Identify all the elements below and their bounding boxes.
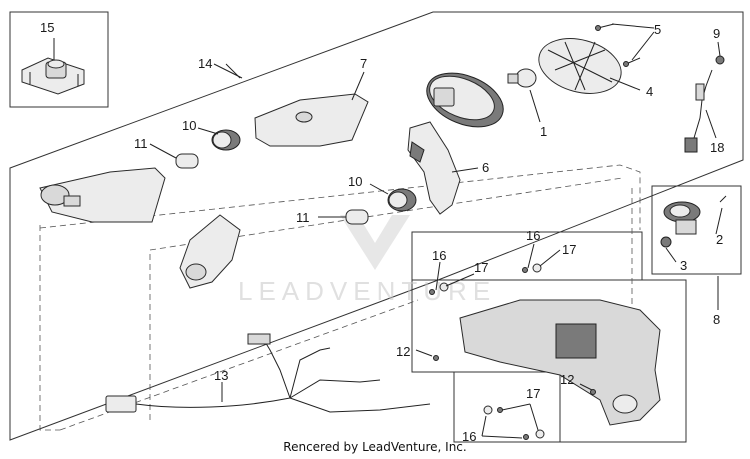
watermark-logo-shape (340, 215, 410, 270)
callout-17-upper-right: 17 (562, 242, 576, 257)
leader-lines (53, 23, 723, 439)
callout-10-lower: 10 (348, 174, 362, 189)
callout-15: 15 (40, 20, 54, 35)
watermark: LEADVENTURE (238, 215, 496, 306)
callout-3: 3 (680, 258, 687, 273)
callout-8: 8 (713, 312, 720, 327)
frame-part-15-box (9, 11, 109, 108)
credit-line: Rencered by LeadVenture, Inc. (283, 440, 467, 454)
turn-signal-bracket-lower (179, 214, 241, 289)
callout-4: 4 (646, 84, 653, 99)
part-8-license-lamp (660, 195, 727, 248)
frame-main-assembly-14 (9, 11, 744, 441)
part-13-wiring-harness (105, 333, 431, 413)
turn-signal-housing-upper (39, 167, 166, 223)
part-11-bulb-lower (345, 209, 369, 225)
part-6-reflector (407, 121, 461, 215)
part-10-socket-upper (211, 129, 241, 151)
part-15-clip-nut (21, 57, 85, 95)
dashed-guide-inner (39, 164, 641, 230)
callouts: 15 14 7 10 11 1 4 5 9 18 6 10 11 2 3 8 1… (40, 20, 724, 444)
callout-7: 7 (360, 56, 367, 71)
part-1-rear-lamp-body (426, 72, 504, 128)
hardware-bits (429, 263, 596, 440)
part-7-side-cover (254, 93, 369, 147)
part-11-bulb-upper (175, 153, 199, 169)
callout-12-right: 12 (560, 372, 574, 387)
callout-14: 14 (198, 56, 212, 71)
callout-11-upper: 11 (134, 136, 148, 151)
callout-17-upper-left: 17 (474, 260, 488, 275)
frame-part-8-box (651, 185, 742, 275)
callout-17-lower: 17 (526, 386, 540, 401)
dashed-guide-mid (149, 177, 623, 420)
callout-16-lower: 16 (462, 429, 476, 444)
callout-9: 9 (713, 26, 720, 41)
dashed-guide-outer (39, 225, 60, 431)
part-9-18-connector (684, 55, 725, 153)
callout-13: 13 (214, 368, 228, 383)
callout-2: 2 (716, 232, 723, 247)
frame-hardware-box (453, 371, 561, 443)
dashed-guide-right (631, 188, 641, 361)
callout-10-upper: 10 (182, 118, 196, 133)
callout-6: 6 (482, 160, 489, 175)
callout-16-upper-right: 16 (526, 228, 540, 243)
callout-16-upper-left: 16 (432, 248, 446, 263)
part-5-screws (595, 23, 641, 67)
callout-11-lower: 11 (296, 210, 310, 225)
callout-12-left: 12 (396, 344, 410, 359)
callout-18: 18 (710, 140, 724, 155)
watermark-text: LEADVENTURE (238, 276, 496, 306)
callout-1: 1 (540, 124, 547, 139)
bulb (507, 68, 537, 88)
tail-fender (459, 299, 661, 426)
part-10-socket-lower (387, 188, 417, 212)
callout-5: 5 (654, 22, 661, 37)
part-4-lens (538, 38, 622, 94)
